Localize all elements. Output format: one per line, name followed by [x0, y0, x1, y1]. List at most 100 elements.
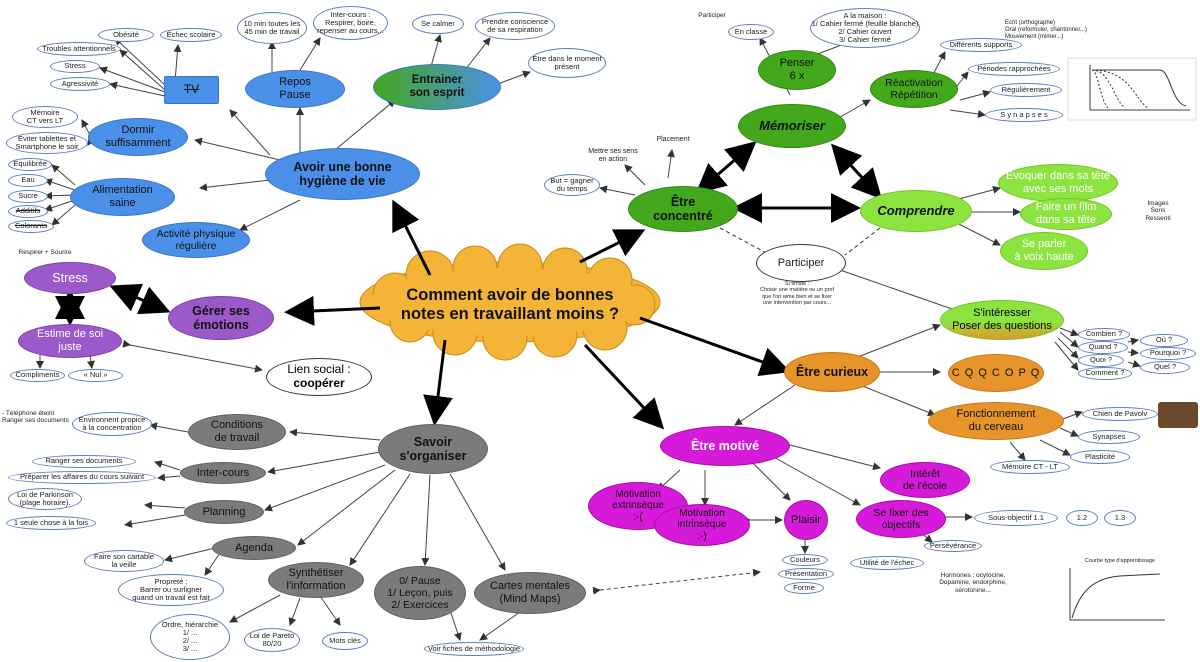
interet-node[interactable]: Intérêt de l'école: [880, 462, 970, 498]
leaf-echec: Utilité de l'échec: [850, 556, 924, 570]
note-images-sons: Images Sons Ressenti: [1145, 200, 1171, 222]
leaf-forme: Forme: [784, 582, 824, 594]
leaf-ou: Où ?: [1140, 334, 1188, 347]
leaf-supports: Différents supports: [940, 38, 1022, 52]
hygiene-node[interactable]: Avoir une bonne hygiène de vie: [265, 148, 420, 200]
leaf-10-min: 10 min toutes les 45 min de travail: [237, 12, 307, 44]
leaf-couleurs: Couleurs: [782, 554, 828, 566]
leaf-cartable: Faire son cartable la veille: [84, 550, 164, 572]
agenda-node[interactable]: Agenda: [212, 536, 296, 560]
leaf-additifs: Additifs: [8, 205, 48, 218]
dog-photo: [1158, 402, 1198, 428]
alimentation-node[interactable]: Alimentation saine: [70, 178, 175, 216]
cartes-node[interactable]: Cartes mentales (Mind Maps): [474, 572, 586, 614]
leaf-pourquoi: Pourquoi ?: [1140, 347, 1196, 360]
leaf-equilibree: Equilibrée: [8, 158, 52, 171]
leaf-se-calmer: Se calmer: [412, 14, 464, 34]
leaf-colorants: Colorants: [8, 220, 54, 233]
tv-node[interactable]: TV: [164, 76, 219, 104]
motive-node[interactable]: Être motivé: [660, 426, 790, 466]
leaf-pavlov: Chien de Pavolv: [1082, 407, 1158, 421]
learning-curve-title: Courbe type d'apprentissage: [1084, 558, 1156, 564]
leaf-preparer-affaires: Préparer les affaires du cours suivant: [8, 471, 156, 484]
leaf-proprete: Propreté ; Barrer ou surligner quand un …: [118, 574, 224, 606]
leaf-maison: A la maison : 1/ Cahier fermé (feuille b…: [810, 8, 920, 48]
leaf-memoire-ct-lt-cerveau: Mémoire CT - LT: [990, 460, 1070, 474]
comprendre-node[interactable]: Comprendre: [860, 190, 972, 232]
leaf-1-2: 1.2: [1066, 510, 1098, 526]
film-node[interactable]: Faire un film dans sa tête: [1020, 198, 1112, 230]
leaf-plasticite: Plasticité: [1070, 450, 1130, 464]
leaf-environnement: Environnent propice à la concentration: [72, 412, 152, 436]
leaf-une-chose: 1 seule chose à la fois: [6, 516, 96, 530]
plaisir-node[interactable]: Plaisir: [784, 500, 828, 540]
organiser-node[interactable]: Savoir s'organiser: [378, 424, 488, 474]
reactivation-node[interactable]: Réactivation Répétition: [870, 70, 958, 108]
esprit-node[interactable]: Entrainer son esprit: [373, 64, 501, 110]
leaf-agressivite: Agressivité: [50, 77, 110, 91]
leaf-eau: Eau: [8, 174, 48, 187]
evoquer-node[interactable]: Évoquer dans sa tête avec ses mots: [998, 164, 1118, 202]
leaf-troubles-attentionnels: Troubles attentionnels: [37, 42, 121, 56]
note-hormones: Hormones : ocytocine, Dopamine, endorphi…: [939, 572, 1007, 594]
leaf-fiches: Voir fiches de méthodologie: [424, 642, 524, 656]
participer-node[interactable]: Participer: [756, 244, 846, 282]
learning-curve-chart: [1069, 568, 1165, 621]
cerveau-node[interactable]: Fonctionnement du cerveau: [928, 402, 1064, 440]
synthese-node[interactable]: Synthétiser l'information: [268, 562, 364, 598]
leaf-parkinson: Loi de Parkinson (plage horaire).: [8, 488, 82, 510]
stress-node[interactable]: Stress: [24, 262, 116, 294]
leaf-respiration: Prendre conscience de sa respiration: [475, 12, 555, 40]
note-participer-top: Participer: [698, 12, 726, 19]
leaf-inter-cours-respirer: Inter-cours : Respirer, boire, repenser …: [313, 6, 388, 40]
note-si-timide: Si timide : Choisir une matière ou un pr…: [760, 281, 834, 306]
leaf-1-3: 1.3: [1104, 510, 1136, 526]
note-telephone: - Téléphone éteint Ranger ses documents: [2, 410, 69, 425]
intercours-node[interactable]: Inter-cours: [180, 462, 266, 484]
leaf-comment: Comment ?: [1078, 367, 1132, 380]
lien-social-node[interactable]: Lien social : coopérer: [266, 358, 372, 396]
leaf-compliments: Compliments: [10, 369, 65, 382]
memoriser-node[interactable]: Mémoriser: [738, 104, 846, 148]
repos-node[interactable]: Repos Pause: [245, 70, 345, 108]
voix-haute-node[interactable]: Se parler à voix haute: [1000, 232, 1088, 270]
penser-node[interactable]: Penser 6 x: [758, 50, 836, 90]
leaf-presentation: Présentation: [778, 568, 834, 580]
activite-node[interactable]: Activité physique régulière: [142, 222, 250, 258]
leaf-quand: Quand ?: [1078, 341, 1128, 354]
planning-node[interactable]: Planning: [184, 500, 264, 524]
leaf-combien: Combien ?: [1078, 328, 1130, 341]
leaf-synapses-mem: S y n a p s e s: [985, 108, 1063, 122]
conditions-node[interactable]: Conditions de travail: [188, 414, 286, 450]
intrinseque-node[interactable]: Motivation intrinsèque :-): [654, 504, 750, 546]
leaf-quel: Quel ?: [1140, 361, 1190, 374]
concentre-node[interactable]: Être concentré: [628, 186, 738, 232]
estime-node[interactable]: Estime de soi juste: [18, 324, 122, 358]
lien-social-label: Lien social :: [287, 362, 351, 377]
leaf-obesite: Obésité: [98, 28, 154, 42]
pause-node[interactable]: 0/ Pause 1/ Leçon, puis 2/ Exercices: [374, 566, 466, 620]
curieux-node[interactable]: Être curieux: [784, 352, 880, 392]
dormir-node[interactable]: Dormir suffisamment: [88, 118, 188, 156]
leaf-quoi: Quoi ?: [1078, 354, 1124, 367]
leaf-en-classe: En classe: [728, 24, 774, 40]
leaf-memoire-ct-lt: Mémoire CT vers LT: [12, 106, 78, 128]
note-placement: Placement: [656, 136, 690, 143]
leaf-ranger-documents: Ranger ses documents: [32, 455, 136, 468]
note-respirer-sourire: Respirer + Sourire: [18, 249, 72, 256]
leaf-but: But = gagner du temps: [544, 174, 600, 196]
leaf-sous-objectif: Sous-objectif 1.1: [974, 510, 1058, 526]
leaf-eviter-tablettes: Eviter tablettes et Smartphone le soir: [6, 132, 88, 154]
leaf-synapses-cerveau: Synapses: [1078, 430, 1140, 444]
leaf-perseverance: Persévérance: [924, 540, 982, 552]
objectifs-node[interactable]: Se fixer des objectifs: [856, 500, 946, 538]
center-cloud: [359, 243, 661, 361]
cqqcopq-node[interactable]: C Q Q C O P Q: [948, 354, 1044, 392]
interesser-node[interactable]: S'intéresser Poser des questions: [940, 300, 1064, 340]
emotions-node[interactable]: Gérer ses émotions: [168, 296, 274, 340]
leaf-periodes: Périodes rapprochées: [968, 62, 1060, 76]
note-sens: Mettre ses sens en action: [588, 148, 638, 164]
leaf-nul: « Nul »: [68, 369, 123, 382]
